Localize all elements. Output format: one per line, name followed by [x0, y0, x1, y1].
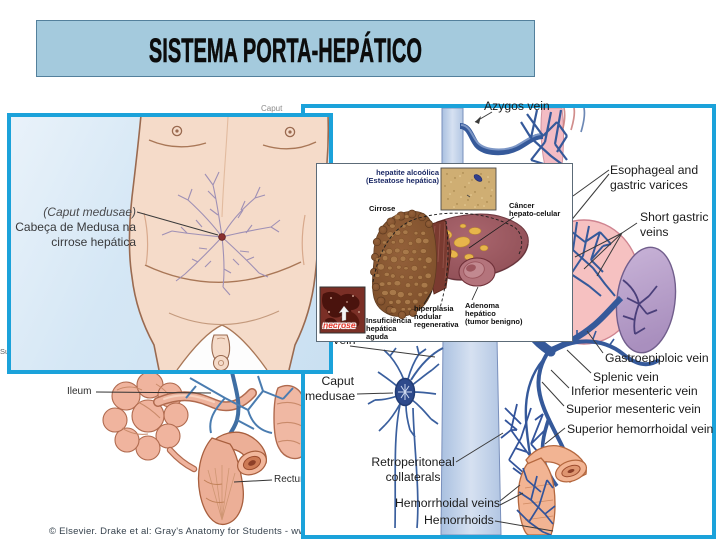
short-gastric-line2-text: veins [640, 224, 669, 239]
cirrhosis-label: Cirrose [369, 204, 396, 213]
hemorrhoids-label: Hemorrhoids [424, 513, 494, 527]
hyperplasia-line1-text: hiperplasia [414, 304, 454, 313]
failure-line1-text: Insuficiência [366, 316, 412, 325]
adenoma-line3-text: (tumor benigno) [465, 316, 523, 326]
caption-line1-text: (Caput medusae) [43, 205, 136, 219]
esophageal-line2-text: gastric varices [610, 177, 688, 192]
superior-hemorrhoidal-vein-label: Superior hemorrhoidal vein [567, 422, 714, 436]
cancer-line2-text: hepato-celular [509, 208, 561, 218]
liver-pathology-art [319, 167, 529, 334]
bg-partial-top-label: Caput [261, 104, 283, 113]
liver-pathology-panel: hepatite alcoólica(Esteatose hepática) C… [316, 163, 573, 342]
caption-line3-text: cirrose hepática [51, 234, 136, 249]
adenoma-line1-text: Adenoma [465, 301, 500, 310]
inferior-mesenteric-vein-label: Inferior mesenteric vein [571, 384, 698, 398]
bg-partial-left-label: Su [0, 347, 10, 356]
caput-medusae-caption: (Caput medusae) Cabeça de Medusa na cirr… [15, 205, 136, 249]
superior-mesenteric-vein-label: Superior mesenteric vein [566, 402, 701, 416]
caput-medusae-panel: (Caput medusae) Cabeça de Medusa na cirr… [7, 113, 333, 374]
bg-rectum-label: Rectum [274, 474, 309, 485]
splenic-vein-label: Splenic vein [593, 370, 659, 384]
hyperplasia-line3-text: regenerativa [414, 319, 459, 329]
short-gastric-line1-text: Short gastric [640, 210, 709, 224]
torso-art [128, 117, 329, 370]
failure-line2-text: hepática [366, 323, 397, 333]
slide-title: SISTEMA PORTA-HEPÁTICO [148, 31, 423, 70]
gastroepiploic-vein-label: Gastroepiploic vein [605, 351, 709, 365]
hepatitis-line1-text: hepatite alcoólica [376, 168, 439, 177]
adenoma-line2-text: hepático [465, 308, 496, 318]
failure-line3-text: aguda [366, 331, 389, 341]
hepatitis-line2-text: (Esteatose hepática) [366, 175, 439, 185]
hemorrhoidal-veins-label: Hemorrhoidal veins [395, 496, 500, 510]
necrosis-label: necrose [323, 320, 356, 330]
caption-line2-text: Cabeça de Medusa na [15, 219, 136, 234]
retroperitoneal-line2-text: collaterals [385, 469, 441, 484]
azygos-vein-label: Azygos vein [484, 99, 550, 113]
esophageal-line1-text: Esophageal and [610, 163, 699, 177]
hyperplasia-line2-text: nodular [414, 311, 442, 321]
bg-ileum-label: Ileum [67, 386, 92, 397]
cancer-line1-text: Câncer [509, 201, 535, 210]
hepatitis-label: hepatite alcoólica(Esteatose hepática) [317, 169, 439, 185]
title-box: SISTEMA PORTA-HEPÁTICO [36, 20, 535, 77]
bg-credit-line: © Elsevier. Drake et al: Gray's Anatomy … [49, 526, 313, 537]
caput-line2-text: medusae [305, 388, 356, 403]
retroperitoneal-line1-text: Retroperitoneal [371, 455, 455, 469]
caput-line1-text: Caput [321, 374, 354, 388]
